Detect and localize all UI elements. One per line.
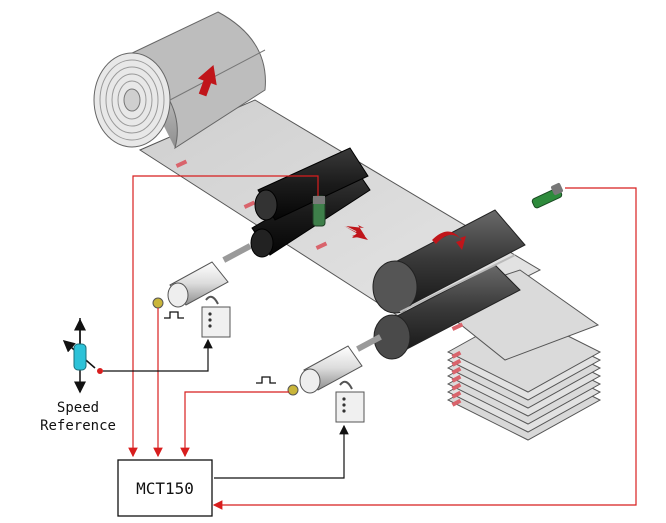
cutter-drive-box — [335, 380, 365, 423]
mark-sensor-right — [531, 183, 563, 209]
cutter-rotation-arrow — [432, 231, 466, 250]
controller-to-drive-line — [214, 424, 349, 479]
web-direction-arrow — [344, 226, 368, 240]
cutter-rollers — [372, 209, 526, 360]
controller-label: MCT150 — [136, 479, 194, 498]
supply-roll — [93, 11, 266, 150]
cutter-motor — [287, 334, 382, 396]
mct150-controller — [117, 459, 213, 517]
feed-drive-box — [201, 295, 231, 338]
mark-sensor-center — [312, 195, 326, 227]
direction-arrow-up — [197, 64, 217, 97]
feed-rollers — [222, 147, 371, 263]
speed-reference-pot — [62, 318, 103, 394]
speed-reference-line1: Speed — [57, 400, 99, 416]
speed-reference-line2: Reference — [40, 418, 116, 434]
signal-wiring — [103, 175, 637, 510]
pulse-symbol-2 — [256, 376, 276, 384]
pulse-symbol-1 — [164, 311, 184, 319]
